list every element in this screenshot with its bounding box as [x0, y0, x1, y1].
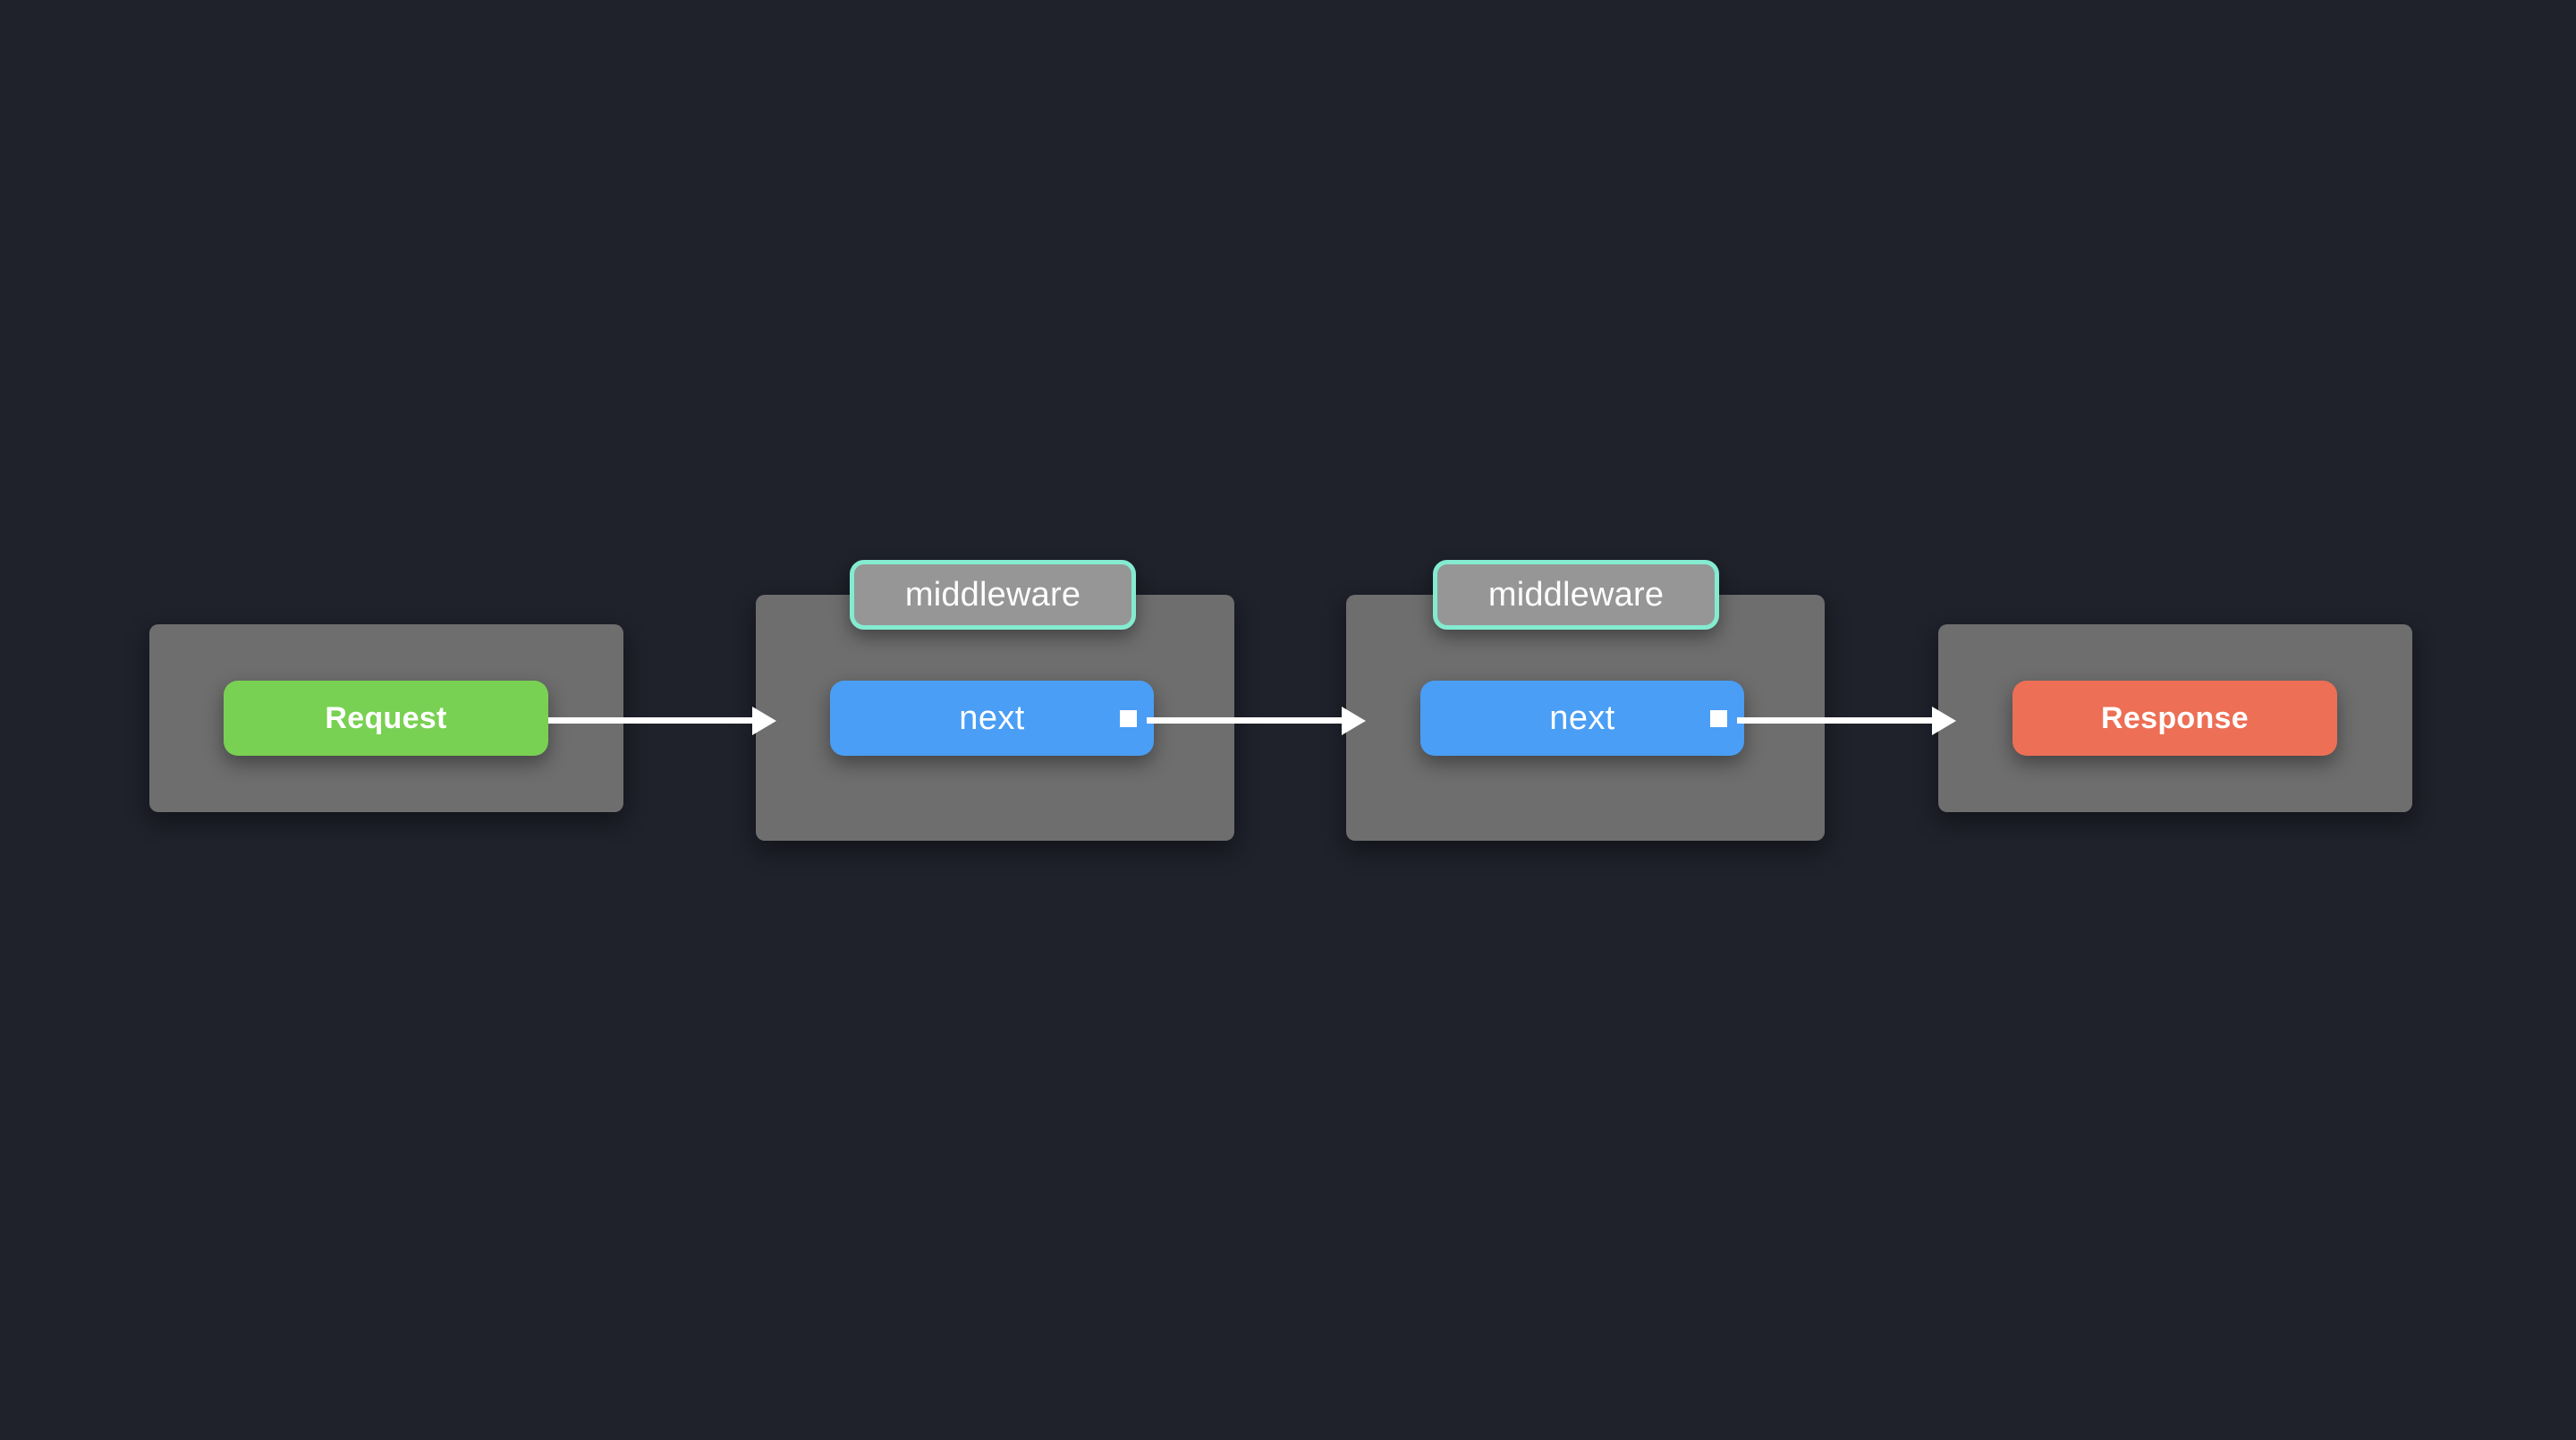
connector-handle-next-node-2[interactable] [1710, 710, 1727, 727]
arrowhead-icon-edge-middleware-2-to-response [1932, 707, 1956, 735]
group-label-middleware-group-2[interactable]: middleware [1433, 560, 1719, 630]
node-request-node[interactable]: Request [224, 681, 548, 756]
connector-line-edge-middleware-2-to-response [1737, 717, 1932, 724]
arrowhead-icon-edge-middleware-1-to-middleware-2 [1342, 707, 1366, 735]
group-label-middleware-group-1[interactable]: middleware [850, 560, 1136, 630]
arrowhead-icon-edge-request-to-middleware-1 [752, 707, 776, 735]
node-next-node-1[interactable]: next [830, 681, 1154, 756]
node-next-node-2[interactable]: next [1420, 681, 1744, 756]
connector-line-edge-request-to-middleware-1 [548, 717, 752, 724]
connector-line-edge-middleware-1-to-middleware-2 [1147, 717, 1342, 724]
node-response-node[interactable]: Response [2012, 681, 2337, 756]
connector-handle-next-node-1[interactable] [1120, 710, 1137, 727]
